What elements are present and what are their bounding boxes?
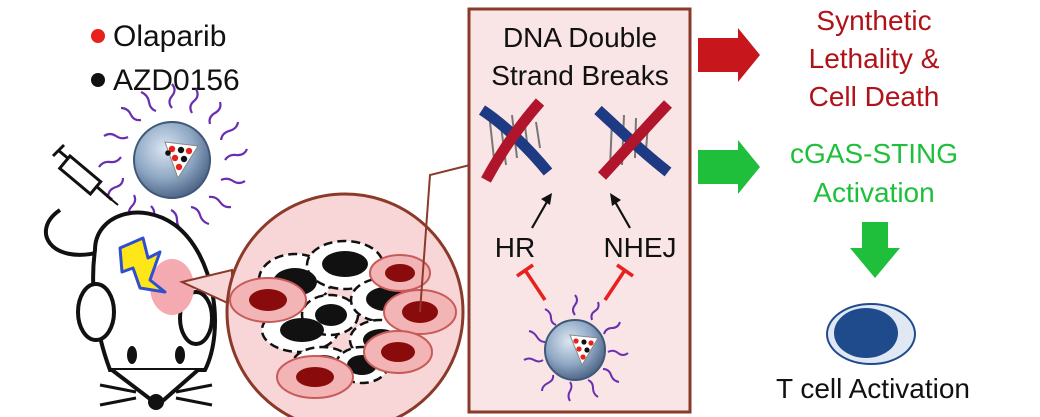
olaparib-legend-label: Olaparib	[113, 20, 226, 53]
t-cell-icon	[826, 303, 916, 365]
nhej-label: NHEJ	[603, 232, 676, 263]
repair-arrows	[531, 193, 631, 229]
nanoparticle-icon	[98, 83, 249, 232]
dna-break-right-icon	[594, 100, 672, 180]
olaparib-legend-dot	[91, 29, 105, 43]
lethality-line1: Synthetic	[816, 5, 931, 36]
azd0156-legend-dot	[91, 73, 105, 87]
legend: Olaparib AZD0156	[91, 20, 240, 97]
dna-break-left-icon	[478, 98, 553, 183]
radiation-bolt-icon	[118, 236, 167, 294]
lethality-line3: Cell Death	[809, 81, 940, 112]
panel-connector	[419, 164, 471, 313]
tcell-activation-label: T cell Activation	[776, 373, 970, 404]
hr-label: HR	[495, 232, 535, 263]
syringe-icon	[51, 143, 119, 206]
mouse-icon	[43, 208, 217, 410]
red-arrow-icon	[698, 28, 760, 82]
mouse-tumor	[150, 259, 194, 315]
sting-line1: cGAS-STING	[790, 138, 958, 169]
down-arrow-icon	[850, 222, 900, 278]
green-arrow-icon	[698, 140, 760, 194]
lethality-line2: Lethality &	[809, 43, 940, 74]
tumor-zoom	[225, 192, 465, 417]
panel-title-line2: Strand Breaks	[491, 60, 668, 91]
panel-title-line1: DNA Double	[503, 22, 657, 53]
nanoparticle-small-icon	[523, 294, 629, 402]
sting-line2: Activation	[813, 177, 934, 208]
inhibition-lines	[516, 263, 634, 301]
azd0156-legend-label: AZD0156	[113, 64, 240, 97]
